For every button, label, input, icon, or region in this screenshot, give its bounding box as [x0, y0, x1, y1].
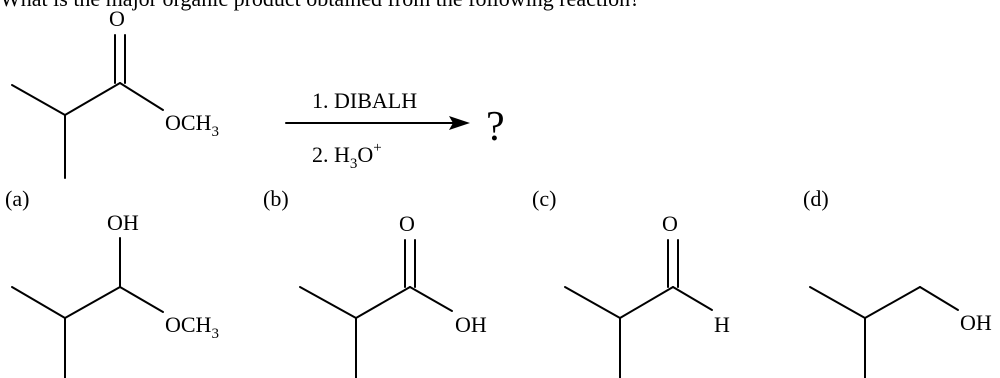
reactant-structure: O OCH3	[11, 6, 219, 179]
option-d-structure: OH	[809, 286, 992, 378]
reagent-step-2: 2. H3O+	[312, 140, 382, 172]
option-d-label: (d)	[803, 186, 829, 211]
question-text: What is the major organic product obtain…	[0, 0, 640, 12]
bond	[564, 286, 621, 319]
ester-group-label: OCH3	[165, 110, 219, 140]
option-c-label: (c)	[532, 186, 556, 211]
bond	[809, 286, 866, 319]
bond	[409, 286, 453, 312]
carbonyl-oxygen-label: O	[109, 6, 125, 31]
hydroxyl-label: OH	[107, 210, 139, 235]
option-b-label: (b)	[263, 186, 289, 211]
option-a-structure: OH OCH3	[11, 210, 219, 378]
aldehyde-hydrogen-label: H	[714, 312, 730, 337]
bond	[64, 286, 121, 319]
option-b-structure: O OH	[299, 211, 487, 378]
carbonyl-oxygen-label: O	[662, 211, 678, 236]
unknown-product-mark: ?	[486, 104, 505, 150]
option-c-structure: O H	[564, 211, 730, 378]
bond	[64, 82, 121, 116]
bond	[864, 286, 921, 319]
bond	[619, 286, 674, 319]
hydroxyl-label: OH	[455, 312, 487, 337]
methoxy-label: OCH3	[165, 312, 219, 342]
bond	[119, 286, 164, 313]
arrow-head	[449, 116, 470, 130]
bond	[11, 84, 66, 116]
reaction-arrow-group: 1. DIBALH 2. H3O+ ?	[285, 88, 505, 172]
reagent-step-1: 1. DIBALH	[312, 88, 417, 113]
bond	[299, 286, 357, 319]
bond	[672, 286, 713, 311]
bond	[119, 82, 164, 111]
carbonyl-oxygen-label: O	[399, 211, 415, 236]
option-a-label: (a)	[5, 186, 29, 211]
bond	[11, 286, 66, 319]
bond	[919, 286, 959, 311]
bond	[355, 286, 411, 319]
hydroxyl-label: OH	[960, 310, 992, 335]
